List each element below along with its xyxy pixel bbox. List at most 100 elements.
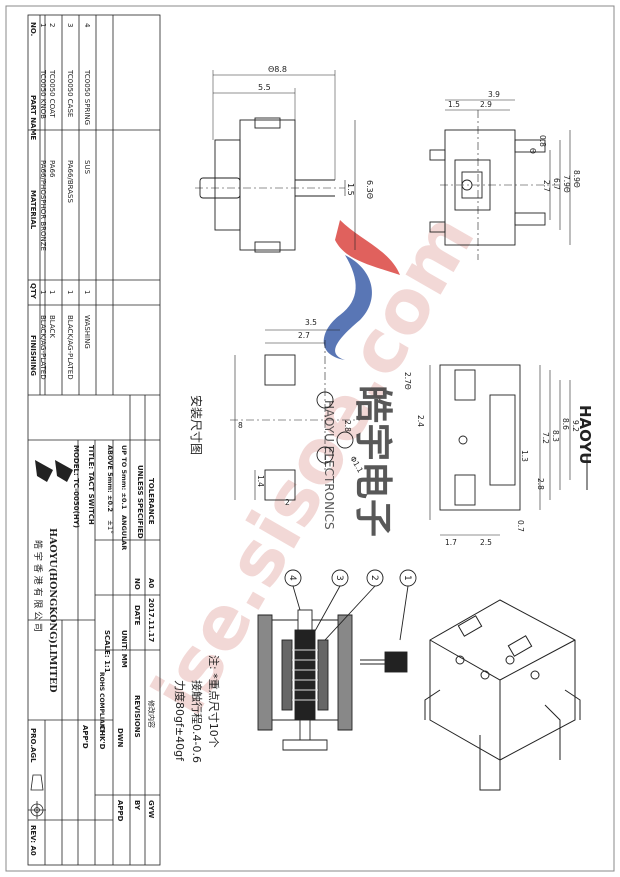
dim-top-b: 1.5 bbox=[448, 100, 460, 109]
dwn-label: DWN bbox=[116, 728, 124, 748]
dim-mount-g: 2 bbox=[285, 498, 290, 507]
top-view bbox=[429, 99, 571, 260]
center-logo: 皓宇电子 HAOYU ELECTRONICS bbox=[322, 220, 400, 537]
company-logo bbox=[35, 460, 73, 482]
part-4-no: 4 bbox=[83, 23, 91, 28]
rev-date: 2017.11.17 bbox=[147, 598, 155, 642]
dim-front-b: 2.4 bbox=[416, 415, 425, 427]
mount-title: 安装尺寸图 bbox=[189, 395, 204, 455]
tolerance-title: TOLERANCE bbox=[147, 478, 155, 525]
dim-top-g: 6.7 bbox=[552, 178, 561, 190]
dim-top-i: Θ bbox=[528, 148, 537, 154]
dim-top-d: 0.8 bbox=[538, 135, 547, 147]
dim-front-a: 2.7Θ bbox=[403, 372, 412, 390]
part-2-name: TC0050 COAT bbox=[48, 69, 56, 118]
part-3-no: 3 bbox=[66, 23, 74, 27]
front-view-dims: 2.7Θ 2.4 9.2 8.6 8.3 7.2 2.8 1.3 0.7 1.7… bbox=[403, 372, 580, 547]
top-view-dims: 3.9 1.5 2.9 0.8 8.9Θ 7.9Θ 6.7 2.7 Θ bbox=[448, 90, 581, 193]
side-view bbox=[195, 70, 356, 253]
part-3-name: TC0050 CASE bbox=[66, 69, 74, 117]
part-2-finishing: BLACK bbox=[48, 315, 56, 338]
note-1: 注: *重点尺寸10个 bbox=[207, 655, 221, 748]
dim-top-c: 2.9 bbox=[480, 100, 492, 109]
appd-label: APP'D bbox=[81, 725, 89, 749]
title-label: TITLE: TACT SWITCH bbox=[87, 445, 95, 525]
tolerance-above: ABOVE 5mm: ±0.2 bbox=[106, 445, 114, 512]
dim-mount-d: 2.8 bbox=[343, 420, 352, 432]
dim-front-f: 7.2 bbox=[541, 432, 550, 444]
part-3-material: PA66/BRASS bbox=[66, 160, 74, 203]
logo-en: HAOYU ELECTRONICS bbox=[322, 400, 336, 530]
part-2-material: PA66 bbox=[48, 160, 56, 178]
dim-mount-c: 8 bbox=[238, 421, 243, 430]
part-1-no: 1 bbox=[39, 23, 47, 27]
part-3-finishing: BLACK/AG-PLATED bbox=[66, 315, 74, 380]
dim-front-j: 1.7 bbox=[445, 538, 457, 547]
rev-appd-label: APPD bbox=[116, 800, 124, 822]
part-1-finishing: BLACK/AG-PLATED bbox=[39, 315, 47, 380]
rev-no-label: NO bbox=[133, 578, 141, 590]
dim-mount-a: 3.5 bbox=[305, 318, 317, 327]
part-3-qty: 1 bbox=[66, 290, 74, 294]
balloon-labels: 1 2 3 4 bbox=[287, 575, 412, 581]
part-4-material: SUS bbox=[83, 160, 91, 175]
header-no: NO. bbox=[29, 22, 37, 36]
tolerance-unless: UNLESS SPECIFIED bbox=[136, 465, 144, 539]
scale-label: SCALE: 1:1 bbox=[103, 630, 111, 673]
dim-top-a: 3.9 bbox=[488, 90, 500, 99]
header-finishing: FINISHING bbox=[29, 335, 37, 376]
dim-side-c: 6.3Θ bbox=[365, 180, 374, 199]
part-1-name: TC0050 KNOB bbox=[39, 69, 47, 119]
tolerance-angular-label: ANGULAR bbox=[120, 515, 128, 550]
header-part-name: PART NAME bbox=[29, 95, 37, 140]
dim-front-c: 9.2 bbox=[571, 420, 580, 432]
part-1-qty: 1 bbox=[39, 290, 47, 294]
company-en: HAOYU(HONGKONG)LIMITED bbox=[47, 528, 58, 692]
dim-top-e: 8.9Θ bbox=[572, 170, 581, 188]
part-4-finishing: WASHING bbox=[83, 315, 91, 349]
title-block-text: NO. PART NAME MATERIAL QTY FINISHING 1 T… bbox=[29, 22, 156, 856]
dim-mount-b: 2.7 bbox=[298, 331, 310, 340]
sheet-border bbox=[5, 5, 615, 872]
note-3: 力度80gf±40gf bbox=[173, 680, 187, 762]
logo-cn: 皓宇电子 bbox=[351, 385, 395, 537]
rev-footer-label: REV: A0 bbox=[29, 825, 37, 856]
rev-revisions-cn: 修改内容 bbox=[147, 700, 156, 728]
balloons bbox=[284, 569, 417, 641]
dim-mount-f: 1.4 bbox=[256, 475, 265, 487]
note-2: 接触行程0.4-0.6 bbox=[190, 680, 204, 763]
rohs-label: ROHS COMPLIANT bbox=[98, 672, 105, 734]
title-block bbox=[27, 14, 161, 866]
part-1-material: PA66/PHOSPHOR BRONZE bbox=[39, 160, 47, 251]
dim-side-a: 5.5 bbox=[258, 83, 271, 92]
dim-front-d: 8.6 bbox=[561, 418, 570, 430]
dim-side-total: Θ8.8 bbox=[268, 65, 287, 74]
balloon-3-label: 3 bbox=[334, 575, 344, 581]
rev-by-label: BY bbox=[133, 800, 141, 811]
rev-date-label: DATE bbox=[133, 605, 141, 625]
mount-view bbox=[230, 329, 360, 501]
logo-blue-swoosh bbox=[323, 255, 372, 360]
model-label: MODEL: TC-0050(HY) bbox=[72, 445, 80, 528]
chkd-label: CHK'D bbox=[98, 725, 106, 750]
balloon-1-label: 1 bbox=[402, 575, 412, 581]
front-view bbox=[429, 364, 571, 536]
header-qty: QTY bbox=[29, 283, 37, 300]
logo-red-swoosh bbox=[335, 220, 400, 275]
part-2-no: 2 bbox=[48, 23, 56, 27]
rev-a0: A0 bbox=[147, 578, 155, 588]
balloon-4-label: 4 bbox=[287, 575, 297, 581]
part-2-qty: 1 bbox=[48, 290, 56, 294]
dim-front-k: 2.5 bbox=[480, 538, 492, 547]
part-4-qty: 1 bbox=[83, 290, 91, 294]
dim-top-h: 2.7 bbox=[542, 180, 551, 192]
dim-top-f: 7.9Θ bbox=[562, 175, 571, 193]
section-view bbox=[257, 609, 353, 751]
tolerance-angular-value: ±1° bbox=[106, 520, 114, 534]
actuator-detail bbox=[360, 651, 408, 673]
side-view-dims: Θ8.8 5.5 1.5 6.3Θ bbox=[258, 65, 374, 199]
header-material: MATERIAL bbox=[29, 190, 37, 230]
unit-label: UNIT: MM bbox=[120, 630, 128, 668]
dim-front-h: 1.3 bbox=[520, 450, 529, 462]
